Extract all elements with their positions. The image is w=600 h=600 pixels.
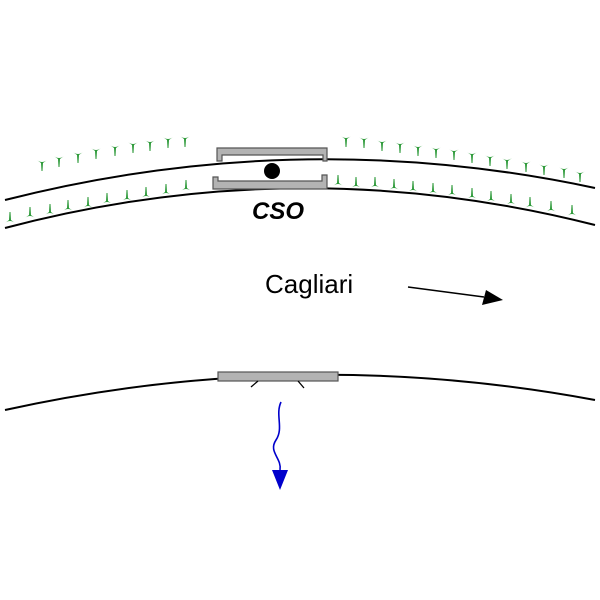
- grass-tuft-icon: [389, 179, 399, 190]
- grass-tuft-icon: [145, 140, 155, 151]
- grass-tuft-icon: [559, 167, 569, 178]
- grass-tuft-icon: [333, 175, 343, 186]
- grass-tuft-icon: [54, 156, 64, 167]
- grass-tuft-icon: [546, 201, 556, 212]
- grass-tuft-icon: [45, 204, 55, 215]
- grass-tuft-icon: [575, 171, 585, 182]
- grass-tuft-icon: [408, 181, 418, 192]
- grass-tuft-icon: [91, 148, 101, 159]
- grass-tuft-icon: [525, 197, 535, 208]
- grass-tuft-icon: [341, 136, 351, 147]
- grass-tuft-icon: [377, 140, 387, 151]
- grass-tuft-icon: [122, 190, 132, 201]
- grass-tuft-icon: [428, 183, 438, 194]
- grass-tuft-icon: [467, 188, 477, 199]
- grass-tuft-icon: [25, 207, 35, 218]
- grass-tuft-icon: [359, 137, 369, 148]
- grass-tuft-icon: [128, 142, 138, 153]
- grass-tuft-icon: [506, 194, 516, 205]
- wavy-arrow-icon: [272, 401, 288, 490]
- grass-tuft-icon: [180, 136, 190, 147]
- grass-tuft-icon: [567, 205, 577, 216]
- grass-tuft-icon: [63, 200, 73, 211]
- grass-tuft-icon: [110, 145, 120, 156]
- lower-platform: [217, 371, 339, 382]
- direction-label: Cagliari: [265, 269, 353, 299]
- grass-tuft-icon: [141, 187, 151, 198]
- grass-tuft-icon: [73, 152, 83, 163]
- station-label: CSO: [252, 198, 304, 225]
- grass-tuft-icon: [467, 152, 477, 163]
- grass-tuft-icon: [351, 177, 361, 188]
- station-dot-icon: [264, 163, 280, 179]
- lower-platform-leg-right: [297, 380, 305, 389]
- grass-tuft-icon: [447, 185, 457, 196]
- grass-tuft-icon: [83, 197, 93, 208]
- lower-platform-leg-left: [250, 380, 259, 388]
- arrow-right-icon: [407, 286, 503, 305]
- grass-tuft-icon: [102, 193, 112, 204]
- grass-tuft-icon: [485, 155, 495, 166]
- grass-tuft-icon: [449, 149, 459, 160]
- grass-tuft-icon: [5, 212, 15, 223]
- grass-tuft-icon: [395, 142, 405, 153]
- grass-tuft-icon: [37, 160, 47, 171]
- grass-tuft-icon: [161, 184, 171, 195]
- grass-tuft-icon: [486, 191, 496, 202]
- vegetation-row-top: [37, 136, 585, 182]
- grass-tuft-icon: [431, 147, 441, 158]
- vegetation-row-bottom: [5, 175, 577, 223]
- grass-tuft-icon: [181, 180, 191, 191]
- upper-platform-top: [216, 147, 328, 162]
- grass-tuft-icon: [539, 164, 549, 175]
- grass-tuft-icon: [521, 161, 531, 172]
- grass-tuft-icon: [502, 158, 512, 169]
- grass-tuft-icon: [163, 137, 173, 148]
- grass-tuft-icon: [370, 177, 380, 188]
- upper-platform-bottom: [212, 174, 328, 190]
- upper-track-line-1: [4, 158, 596, 201]
- grass-tuft-icon: [413, 145, 423, 156]
